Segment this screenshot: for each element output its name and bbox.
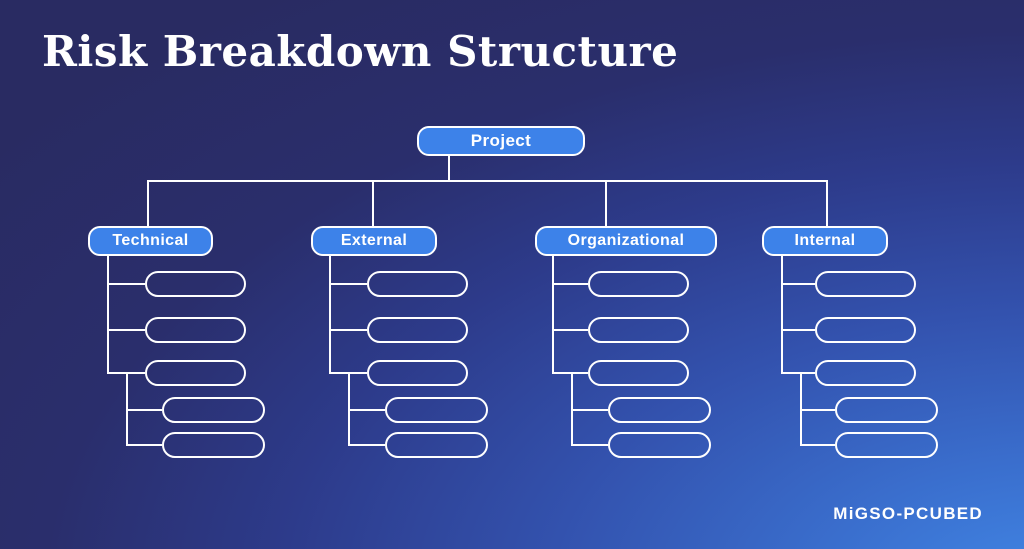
- risk-item-placeholder: [815, 360, 916, 386]
- risk-item-placeholder: [367, 271, 468, 297]
- category-node-technical: Technical: [88, 226, 213, 256]
- risk-item-placeholder: [367, 360, 468, 386]
- risk-item-placeholder: [588, 360, 689, 386]
- risk-item-placeholder: [835, 397, 938, 423]
- risk-item-placeholder: [145, 360, 246, 386]
- page-title: Risk Breakdown Structure: [42, 27, 679, 76]
- risk-item-placeholder: [815, 317, 916, 343]
- risk-item-placeholder: [162, 432, 265, 458]
- risk-item-placeholder: [367, 317, 468, 343]
- risk-item-placeholder: [835, 432, 938, 458]
- risk-item-placeholder: [145, 271, 246, 297]
- category-node-internal: Internal: [762, 226, 888, 256]
- risk-item-placeholder: [608, 397, 711, 423]
- risk-item-placeholder: [815, 271, 916, 297]
- category-node-external: External: [311, 226, 437, 256]
- brand-logo: MiGSO-PCUBED: [833, 504, 983, 523]
- category-node-organizational: Organizational: [535, 226, 717, 256]
- risk-item-placeholder: [588, 317, 689, 343]
- root-node-project: Project: [417, 126, 585, 156]
- risk-item-placeholder: [588, 271, 689, 297]
- risk-item-placeholder: [162, 397, 265, 423]
- risk-item-placeholder: [385, 432, 488, 458]
- risk-item-placeholder: [385, 397, 488, 423]
- risk-item-placeholder: [608, 432, 711, 458]
- risk-item-placeholder: [145, 317, 246, 343]
